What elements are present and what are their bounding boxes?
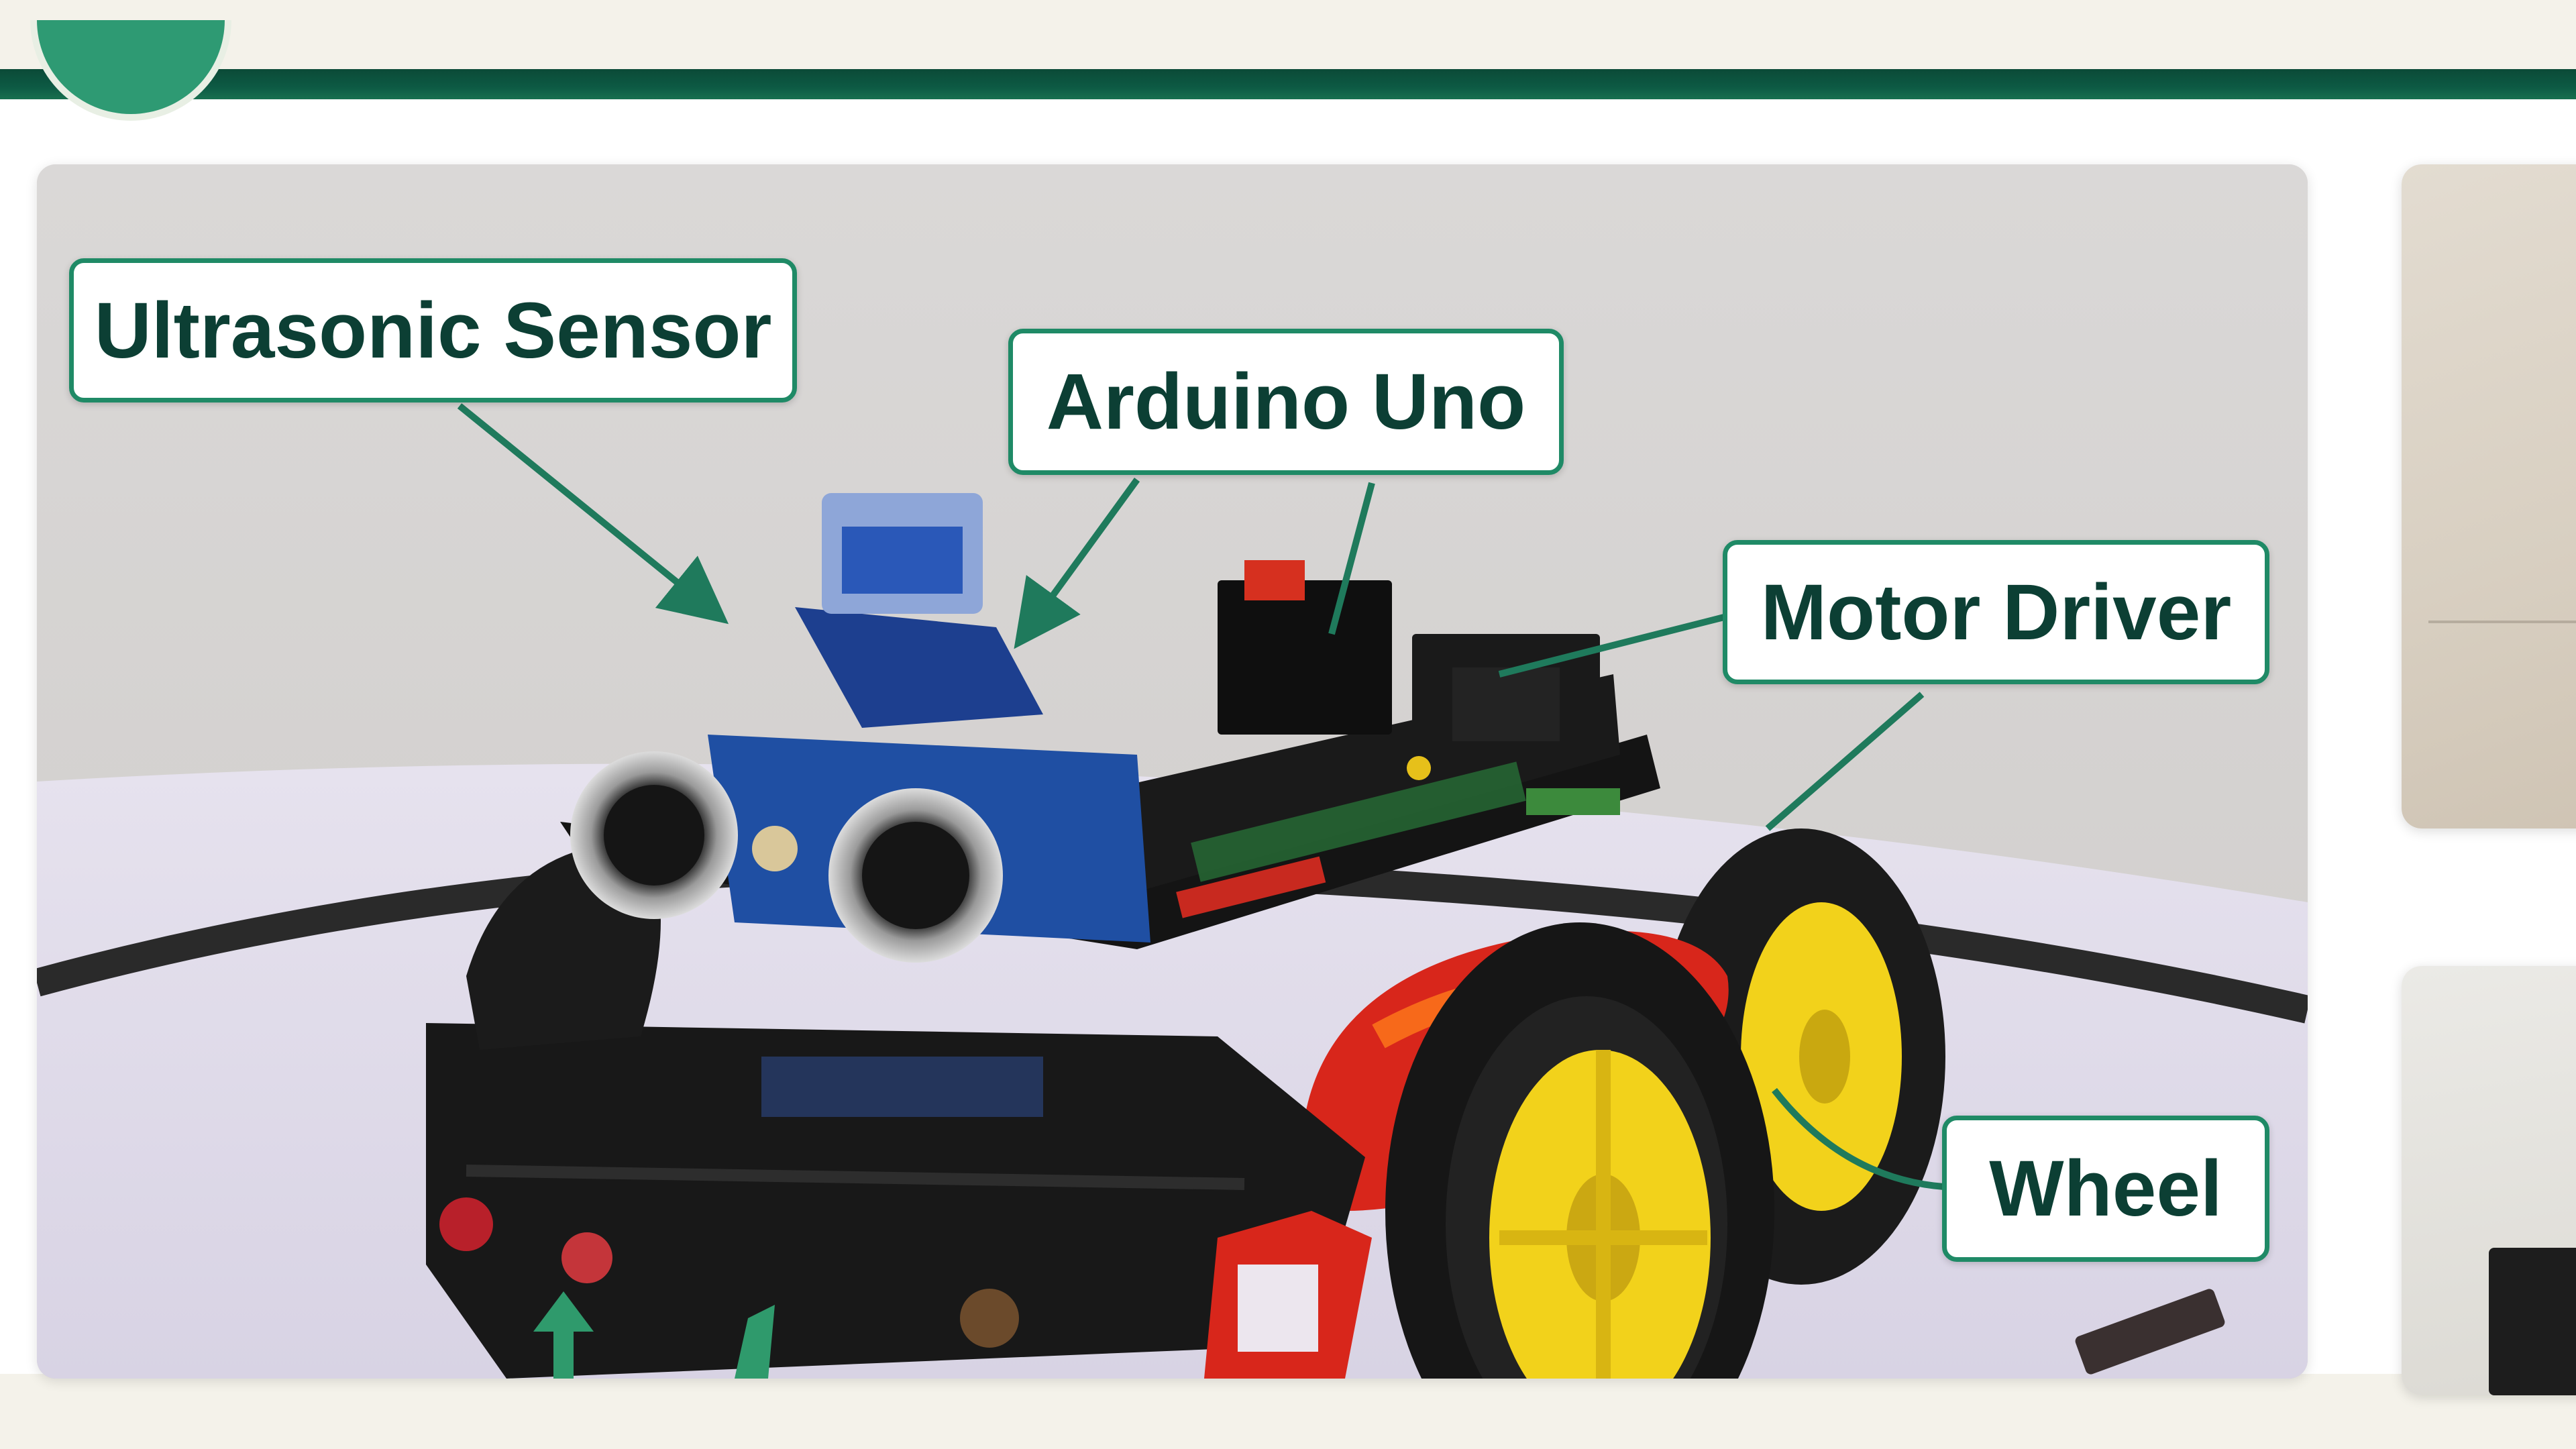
thumbnail-top[interactable] bbox=[2402, 164, 2576, 828]
footer-strip bbox=[0, 1374, 2576, 1449]
sensor-bracket bbox=[795, 607, 1043, 728]
header-band bbox=[0, 69, 2576, 99]
power-jack bbox=[1218, 580, 1392, 735]
callout-wheel: Wheel bbox=[1942, 1116, 2269, 1262]
callout-ultrasonic-sensor: Ultrasonic Sensor bbox=[69, 258, 797, 402]
thumbnail-bottom[interactable] bbox=[2402, 966, 2576, 1395]
lower-chassis bbox=[426, 1023, 1365, 1379]
thumbnail-device bbox=[2489, 1248, 2576, 1395]
thumbnail-fold-line bbox=[2428, 621, 2576, 623]
callout-arrows bbox=[457, 403, 1956, 1191]
wheel-front bbox=[1385, 922, 1774, 1379]
callout-motor-driver: Motor Driver bbox=[1723, 540, 2269, 684]
callout-arduino-uno: Arduino Uno bbox=[1008, 329, 1564, 475]
